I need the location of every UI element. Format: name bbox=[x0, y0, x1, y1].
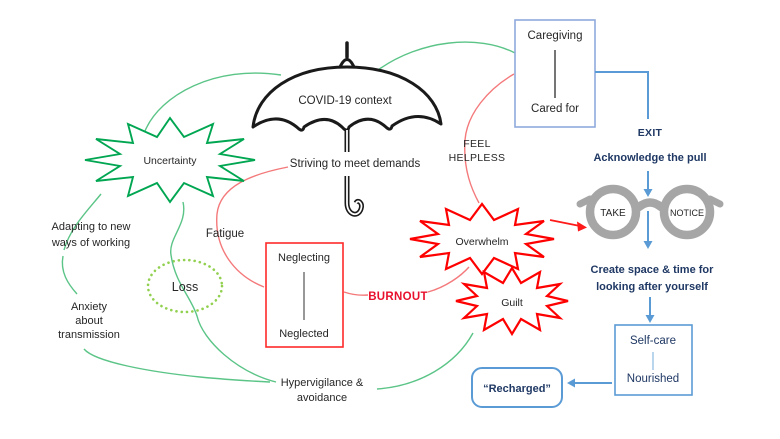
glasses-right-temple bbox=[706, 195, 724, 208]
curve-anxiety-to-hypervigilance bbox=[83, 348, 271, 383]
curve-striving-fatigue-neglect bbox=[216, 166, 289, 288]
recharged-label: “Recharged” bbox=[483, 383, 551, 395]
umbrella-finial-flare bbox=[338, 58, 356, 68]
adapting-label-line2: ways of working bbox=[51, 237, 130, 249]
glasses-left-temple bbox=[576, 195, 594, 208]
glasses-icon bbox=[576, 184, 724, 240]
blue-connectors bbox=[574, 71, 651, 384]
arrow-overwhelm-to-glasses bbox=[549, 219, 587, 232]
fatigue-label: Fatigue bbox=[206, 228, 244, 240]
connector-caregiving-to-exit bbox=[595, 71, 649, 119]
create-space-label-line2: looking after yourself bbox=[596, 281, 708, 293]
take-label: TAKE bbox=[600, 208, 626, 219]
blue-arrowheads bbox=[567, 189, 655, 388]
arrowhead-to-recharged bbox=[567, 378, 575, 388]
glasses-bridge bbox=[634, 198, 666, 212]
neglecting-label: Neglecting bbox=[278, 252, 330, 264]
umbrella-pole bbox=[344, 130, 364, 217]
covid-context-label: COVID-19 context bbox=[298, 95, 392, 107]
loss-ellipse bbox=[146, 258, 224, 314]
create-space-label-line1: Create space & time for bbox=[591, 264, 715, 276]
anxiety-label-line1: Anxiety bbox=[71, 301, 108, 313]
red-arrowhead bbox=[577, 221, 587, 232]
glasses-left-lens bbox=[585, 184, 641, 240]
hypervigilance-label-line2: avoidance bbox=[297, 392, 347, 404]
uncertainty-label: Uncertainty bbox=[143, 155, 197, 167]
burnout-label: BURNOUT bbox=[368, 291, 428, 303]
hypervigilance-label-line1: Hypervigilance & bbox=[281, 377, 364, 389]
green-curves bbox=[61, 41, 516, 390]
curve-neglect-to-burnout bbox=[343, 291, 369, 296]
curve-hypervigilance-to-guilt bbox=[376, 332, 474, 390]
arrowhead-into-glasses bbox=[643, 189, 653, 197]
recharged-box bbox=[471, 367, 563, 408]
guilt-label: Guilt bbox=[501, 297, 523, 309]
caregiving-label: Caregiving bbox=[528, 30, 583, 42]
curve-adapting-to-anxiety bbox=[61, 255, 78, 295]
curve-burnout-to-guilt bbox=[427, 266, 470, 293]
selfcare-label: Self-care bbox=[630, 335, 676, 347]
guilt-starburst bbox=[455, 265, 569, 337]
exit-label: EXIT bbox=[638, 127, 663, 139]
striving-label: Striving to meet demands bbox=[290, 158, 421, 170]
adapting-label-line1: Adapting to new bbox=[52, 221, 131, 233]
overwhelm-label: Overwhelm bbox=[455, 236, 508, 248]
feel-helpless-label-line1: FEEL bbox=[463, 138, 490, 150]
feel-helpless-label-line2: HELPLESS bbox=[449, 152, 506, 164]
umbrella-icon bbox=[251, 41, 443, 217]
curve-umbrella-to-caregiving bbox=[377, 41, 516, 71]
neglected-label: Neglected bbox=[279, 328, 329, 340]
acknowledge-label: Acknowledge the pull bbox=[593, 152, 706, 164]
anxiety-label-line3: transmission bbox=[58, 329, 120, 341]
cared-for-label: Cared for bbox=[531, 103, 579, 115]
arrowhead-to-create-space bbox=[643, 241, 653, 249]
overwhelm-starburst bbox=[409, 202, 555, 276]
curve-caregiving-to-overwhelm bbox=[464, 73, 515, 204]
loss-label: Loss bbox=[172, 280, 198, 294]
notice-label: NOTICE bbox=[670, 208, 704, 218]
curve-uncertainty-to-adapting bbox=[63, 193, 102, 251]
nourished-label: Nourished bbox=[627, 373, 679, 385]
umbrella-canopy bbox=[251, 65, 443, 132]
anxiety-label-line2: about bbox=[75, 315, 103, 327]
arrowhead-to-selfcare bbox=[645, 315, 655, 323]
uncertainty-starburst bbox=[84, 116, 256, 204]
curve-uncertainty-to-umbrella bbox=[144, 72, 282, 132]
glasses-right-lens bbox=[659, 184, 715, 240]
curve-uncertainty-loss-hypervigilance bbox=[170, 201, 277, 383]
red-curves bbox=[216, 73, 515, 296]
